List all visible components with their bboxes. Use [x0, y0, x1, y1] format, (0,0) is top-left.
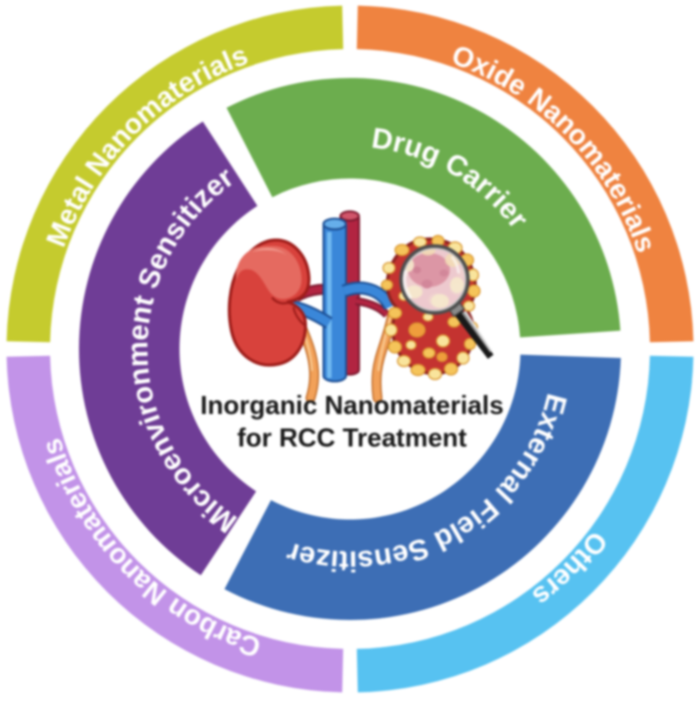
- outer-ring-segment-carbon: [6, 355, 344, 693]
- healthy-kidney: [227, 238, 311, 367]
- magnifier-lens: [399, 244, 470, 315]
- caption-line-2: for RCC Treatment: [237, 423, 467, 453]
- outer-ring-segment-oxide: [356, 5, 694, 343]
- caption-line-1: Inorganic Nanomaterials: [200, 390, 503, 420]
- vena-cava-vessel: [322, 217, 347, 383]
- inner-ring-segment-micro: [79, 121, 258, 576]
- magnifying-glass: [399, 244, 494, 359]
- right-renal-vein: [341, 281, 396, 311]
- outer-ring-segment-metal: [6, 5, 344, 343]
- right-renal-artery: [355, 297, 391, 318]
- inner-ring-segment-external: [224, 354, 621, 620]
- kidney-illustration: Inorganic Nanomaterials for RCC Treatmen…: [200, 210, 504, 453]
- center-caption: Inorganic Nanomaterials for RCC Treatmen…: [200, 390, 503, 453]
- magnifier-handle: [447, 301, 494, 359]
- outer-ring-segment-others: [356, 355, 694, 693]
- inner-ring-segment-drug: [226, 78, 621, 338]
